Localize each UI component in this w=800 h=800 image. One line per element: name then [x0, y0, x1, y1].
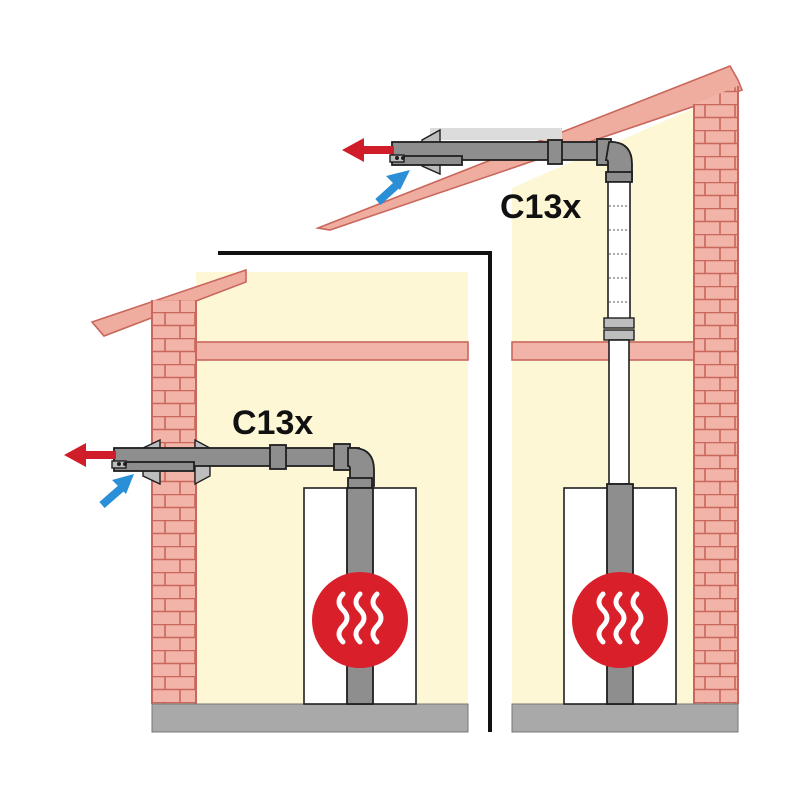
left-system-label: C13x	[232, 404, 313, 442]
building-divider	[218, 251, 492, 732]
right-boiler	[563, 483, 677, 705]
left-boiler-heat-badge	[312, 572, 408, 668]
left-building: C13x	[64, 268, 469, 733]
exhaust-arrow-icon	[342, 138, 394, 162]
intake-arrow-icon	[375, 170, 410, 205]
intake-arrow-icon	[99, 474, 134, 509]
right-ceiling-beam	[511, 341, 695, 361]
right-building: C13x	[315, 65, 744, 733]
exhaust-arrow-icon	[64, 443, 116, 467]
left-floor	[151, 703, 469, 733]
left-flue-pipe	[111, 438, 375, 491]
heat-waves-icon	[336, 591, 384, 645]
left-boiler	[303, 487, 417, 705]
heat-waves-icon	[596, 591, 644, 645]
right-floor	[511, 703, 739, 733]
left-brick-wall	[152, 300, 196, 704]
left-ceiling-beam	[195, 341, 469, 361]
right-boiler-heat-badge	[572, 572, 668, 668]
right-system-label: C13x	[500, 188, 581, 226]
right-flue-pipe	[389, 128, 635, 485]
